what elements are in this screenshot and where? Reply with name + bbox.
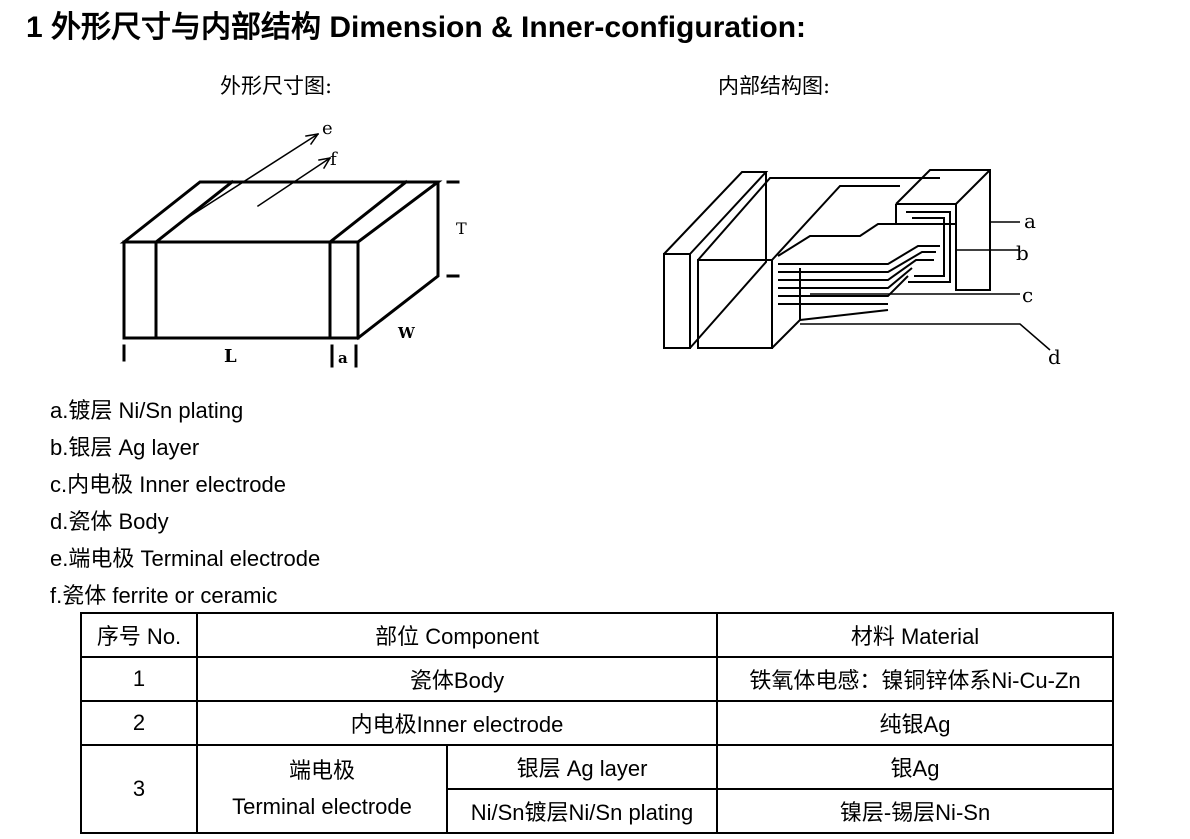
chip-outline bbox=[119, 179, 443, 341]
legend-list: a.镀层 Ni/Sn plating b.银层 Ag layer c.内电极 I… bbox=[50, 394, 320, 616]
ceramic-body bbox=[697, 177, 940, 349]
legend-item-c: c.内电极 Inner electrode bbox=[50, 472, 286, 497]
dimension-ticks bbox=[122, 180, 460, 368]
legend-item-e: e.端电极 Terminal electrode bbox=[50, 546, 321, 571]
cell-subcomponent: Ni/Sn镀层Ni/Sn plating bbox=[445, 788, 719, 834]
inner-label-c: c bbox=[1022, 283, 1033, 307]
dim-label-l: L bbox=[224, 346, 237, 367]
inner-label-a: a bbox=[1024, 209, 1036, 233]
inner-label-b: b bbox=[1016, 241, 1029, 265]
legend-item-f: f.瓷体 ferrite or ceramic bbox=[50, 583, 278, 608]
cell-component-group: 端电极 Terminal electrode bbox=[196, 744, 448, 834]
header-material: 材料 Material bbox=[716, 612, 1115, 658]
table-header-row: 序号 No. 部位 Component 材料 Material bbox=[80, 612, 1115, 658]
inner-figure-caption: 内部结构图: bbox=[718, 74, 831, 98]
cell-no: 2 bbox=[80, 700, 198, 746]
table-row: 2 内电极Inner electrode 纯银Ag bbox=[80, 700, 1115, 746]
table-row: 1 瓷体Body 铁氧体电感：镍铜锌体系Ni-Cu-Zn bbox=[80, 656, 1115, 702]
table-row: Ni/Sn镀层Ni/Sn plating 镍层-锡层Ni-Sn bbox=[81, 788, 1115, 834]
cell-material: 银Ag bbox=[716, 744, 1115, 790]
section-heading: 1 外形尺寸与内部结构 Dimension & Inner-configurat… bbox=[26, 11, 807, 44]
legend-item-d: d.瓷体 Body bbox=[50, 509, 169, 534]
cell-material: 纯银Ag bbox=[716, 700, 1115, 746]
cell-no: 3 bbox=[80, 744, 198, 834]
dim-label-e: e bbox=[322, 118, 333, 139]
table-row: 3 端电极 Terminal electrode 银层 Ag layer 银Ag bbox=[80, 744, 1115, 834]
right-terminal bbox=[895, 169, 991, 291]
header-component: 部位 Component bbox=[195, 612, 719, 658]
cell-component: 瓷体Body bbox=[195, 656, 719, 702]
leader-lines bbox=[800, 221, 1051, 351]
header-no: 序号 No. bbox=[80, 612, 198, 658]
cell-component: 内电极Inner electrode bbox=[195, 700, 719, 746]
dimension-figure: e f T L a W bbox=[119, 118, 467, 368]
cell-material: 镍层-锡层Ni-Sn bbox=[716, 788, 1115, 834]
left-terminal bbox=[663, 171, 769, 349]
cell-material: 铁氧体电感：镍铜锌体系Ni-Cu-Zn bbox=[716, 656, 1115, 702]
material-table: 序号 No. 部位 Component 材料 Material 1 瓷体Body… bbox=[80, 612, 1115, 834]
label-arrows bbox=[182, 132, 332, 222]
cell-subcomponent: 银层 Ag layer bbox=[445, 744, 719, 790]
legend-item-b: b.银层 Ag layer bbox=[50, 435, 200, 460]
component-group-en: Terminal electrode bbox=[232, 794, 412, 819]
cell-no: 1 bbox=[80, 656, 198, 702]
dim-label-w: W bbox=[397, 324, 416, 342]
inner-label-d: d bbox=[1048, 345, 1061, 369]
dim-label-f: f bbox=[330, 149, 338, 170]
inner-electrodes bbox=[777, 223, 940, 321]
dimension-figure-caption: 外形尺寸图: bbox=[220, 74, 333, 98]
legend-item-a: a.镀层 Ni/Sn plating bbox=[50, 398, 244, 423]
inner-structure-figure: a b c d bbox=[663, 169, 1061, 369]
component-group-cn: 端电极 bbox=[288, 758, 355, 783]
dim-label-t: T bbox=[456, 219, 467, 238]
dim-label-a: a bbox=[338, 349, 348, 367]
